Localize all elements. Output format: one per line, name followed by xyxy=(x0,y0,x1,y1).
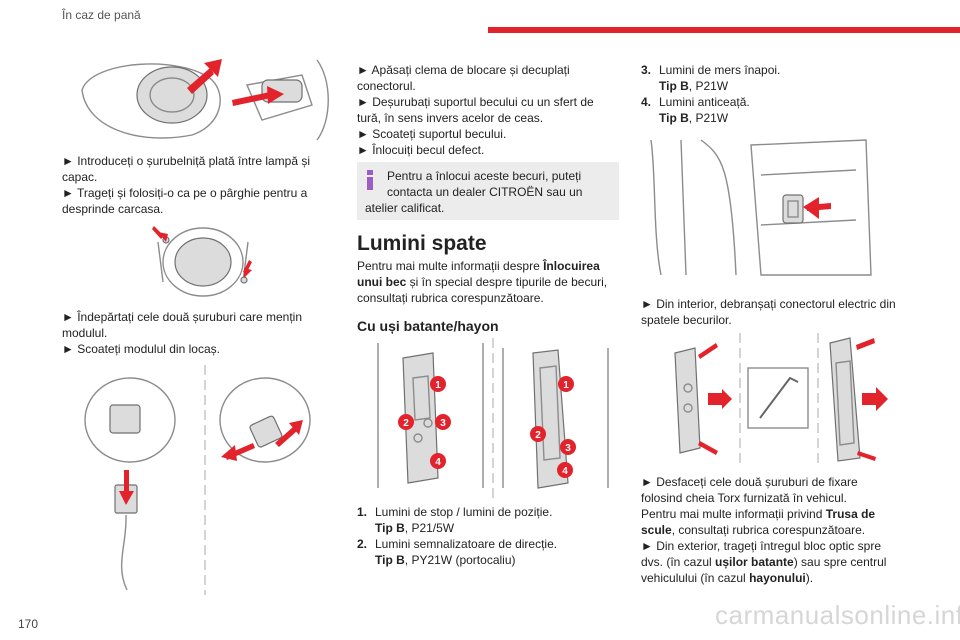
page-number: 170 xyxy=(18,617,39,631)
svg-text:1: 1 xyxy=(435,380,441,391)
svg-text:4: 4 xyxy=(435,457,441,468)
callout-4-left xyxy=(430,453,446,469)
callout-2-left xyxy=(398,414,414,430)
figure-fog-lamp-screws xyxy=(152,226,252,297)
section-heading: Lumini spate xyxy=(357,232,487,255)
col3-para-2: ► Desfaceți cele două șuruburi de fixare… xyxy=(641,475,887,585)
callout-1-left xyxy=(430,376,446,392)
col2-intro: Pentru mai multe informații despre Înloc… xyxy=(357,259,608,305)
svg-text:2: 2 xyxy=(403,418,409,429)
col1-para-1: ► Introduceți o șurubelniță plată între … xyxy=(62,154,311,216)
callout-4-right xyxy=(557,462,573,478)
list-item: 3. Lumini de mers înapoi. Tip B, P21W xyxy=(641,63,781,93)
figure-interior-connector xyxy=(650,139,872,276)
figure-module-removal xyxy=(84,365,311,595)
list-item: 2. Lumini semnalizatoare de direcție. Ti… xyxy=(357,537,558,567)
watermark: carmanualsonline.info xyxy=(715,600,960,630)
list-item: 4. Lumini anticeață. Tip B, P21W xyxy=(641,95,750,125)
list-item: 1. Lumini de stop / lumini de poziție. T… xyxy=(357,505,553,535)
svg-text:1: 1 xyxy=(563,380,569,391)
col1-para-2: ► Îndepărtați cele două șuruburi care me… xyxy=(62,310,303,356)
info-note: Pentru a înlocui aceste becuri, puteți c… xyxy=(357,162,619,220)
figure-rear-lights: 1 2 3 4 1 2 3 4 xyxy=(377,338,609,498)
svg-text:3: 3 xyxy=(565,443,571,454)
section-header: În caz de pană xyxy=(62,8,141,22)
callout-1-right xyxy=(558,376,574,392)
bulb-list-part1: 1. Lumini de stop / lumini de poziție. T… xyxy=(357,504,622,568)
callout-3-left xyxy=(435,414,451,430)
col2-para-1: ► Apăsați clema de blocare și decuplați … xyxy=(357,63,594,157)
figure-fog-lamp-screwdriver xyxy=(81,59,329,141)
col3-para-1: ► Din interior, debranșați conectorul el… xyxy=(641,297,896,327)
bulb-list-part2: 3. Lumini de mers înapoi. Tip B, P21W 4.… xyxy=(641,62,911,126)
svg-text:4: 4 xyxy=(562,466,568,477)
subsection-heading: Cu uși batante/hayon xyxy=(357,318,499,334)
svg-text:3: 3 xyxy=(440,418,446,429)
svg-text:2: 2 xyxy=(535,430,541,441)
info-icon xyxy=(367,170,373,190)
header-accent-bar xyxy=(488,27,960,33)
callout-3-right xyxy=(560,439,576,455)
callout-2-right xyxy=(530,426,546,442)
figure-torx-removal xyxy=(674,333,888,463)
